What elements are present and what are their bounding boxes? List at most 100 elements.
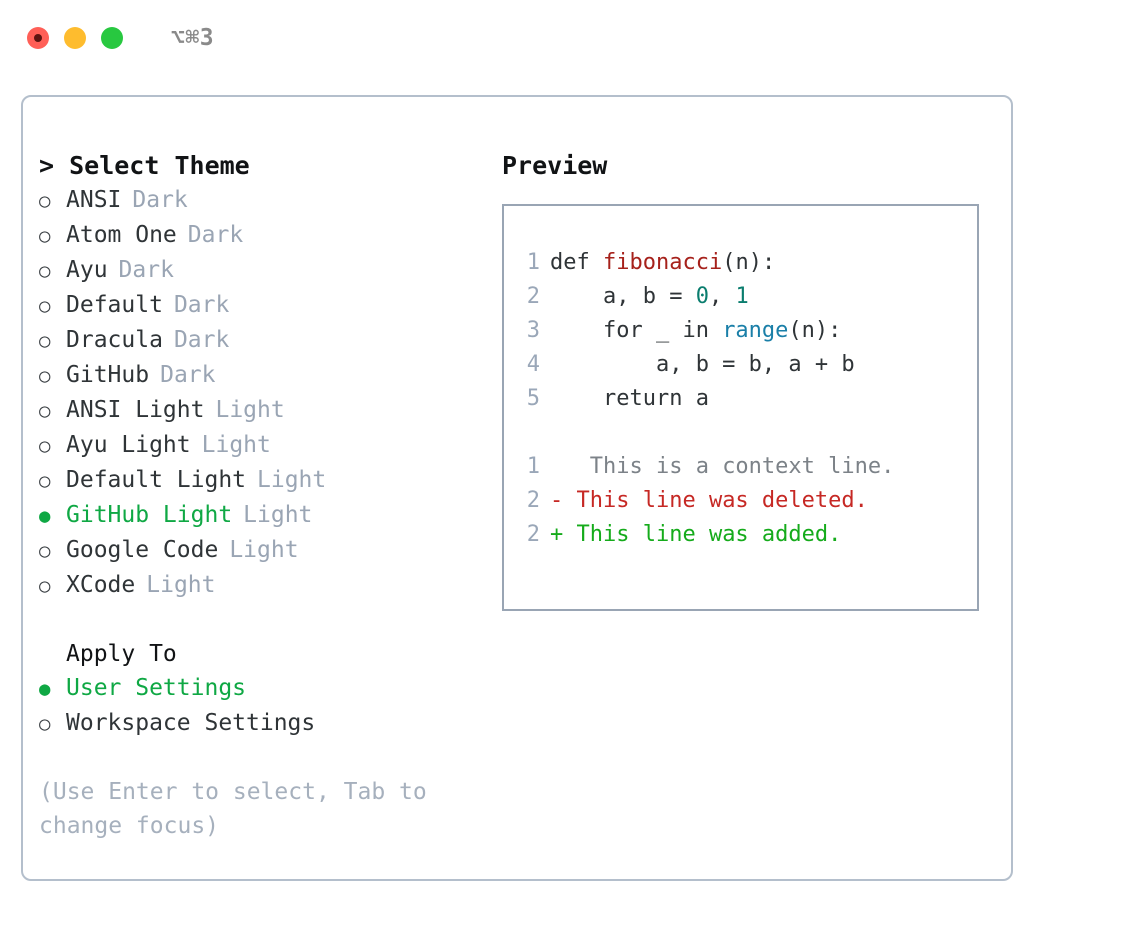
code-line-text: return a [550,382,709,416]
code-token-plain: , [708,284,736,309]
theme-option-label: ANSI [66,187,122,213]
radio-unselected-icon: ○ [39,330,51,352]
apply-to-option-label: Workspace Settings [66,710,316,736]
line-number: 1 [526,454,540,479]
theme-variant-badge: Dark [187,222,244,248]
title-bar: ⌥⌘3 [0,0,1140,76]
minimize-button[interactable] [64,27,86,49]
diff-line-text: This line was added. [563,522,842,547]
code-token-fn: fibonacci [602,250,723,275]
radio-unselected-icon: ○ [39,400,51,422]
theme-option-ansi-light[interactable]: ○ ANSI Light Light [39,393,499,428]
line-number: 4 [526,352,540,377]
code-token-num: 0 [695,284,709,309]
radio-selected-icon: ● [39,678,51,700]
code-line: 4 a, b = b, a + b [504,348,977,382]
theme-variant-badge: Light [201,432,271,458]
code-token-plain: for _ in [550,318,723,343]
code-token-plain: return a [550,386,709,411]
apply-to-option-user-settings[interactable]: ● User Settings [39,671,499,706]
close-button[interactable] [27,27,49,49]
theme-variant-badge: Light [146,572,216,598]
diff-line-text: This line was deleted. [563,488,868,513]
diff-block: 1 This is a context line.2- This line wa… [504,450,977,552]
keyboard-hint-text: (Use Enter to select, Tab to change focu… [39,779,441,839]
preview-heading: Preview [502,151,608,180]
radio-unselected-icon: ○ [39,365,51,387]
apply-to-heading: Apply To [66,641,177,667]
keyboard-shortcut-label: ⌥⌘3 [171,25,215,51]
theme-variant-badge: Dark [173,327,230,353]
code-token-plain: (n): [788,318,842,343]
code-line-text: def fibonacci(n): [550,246,775,280]
theme-variant-badge: Light [257,467,327,493]
line-number: 2 [526,488,540,513]
radio-unselected-icon: ○ [39,190,51,212]
theme-option-label: Default [66,292,163,318]
code-line: 5 return a [504,382,977,416]
radio-unselected-icon: ○ [39,470,51,492]
code-token-bi: range [722,318,789,343]
diff-sign: + [550,522,564,547]
line-number: 1 [526,250,540,275]
line-number: 5 [526,386,540,411]
theme-option-label: GitHub Light [66,502,233,528]
theme-variant-badge: Light [215,397,285,423]
theme-option-label: GitHub [66,362,150,388]
theme-option-label: Ayu Light [66,432,191,458]
theme-option-default-light[interactable]: ○ Default Light Light [39,463,499,498]
apply-to-option-workspace-settings[interactable]: ○ Workspace Settings [39,706,499,741]
theme-option-label: Default Light [66,467,247,493]
diff-sign: - [550,488,564,513]
theme-option-label: Ayu [66,257,108,283]
theme-variant-badge: Dark [118,257,174,283]
apply-to-option-label: User Settings [66,675,247,701]
theme-option-label: Google Code [66,537,219,563]
traffic-lights [27,27,123,49]
radio-unselected-icon: ○ [39,540,51,562]
theme-variant-badge: Light [229,537,299,563]
select-theme-heading: > Select Theme [39,151,250,180]
radio-unselected-icon: ○ [39,575,51,597]
code-line-text: a, b = 0, 1 [550,280,749,314]
theme-option-label: Dracula [66,327,163,353]
diff-line-del: 2- This line was deleted. [504,484,977,518]
theme-option-atom-one[interactable]: ○ Atom One Dark [39,218,499,253]
theme-option-ansi[interactable]: ○ ANSI Dark [39,183,499,218]
code-line-text: for _ in range(n): [550,314,841,348]
radio-selected-icon: ● [39,505,51,527]
theme-option-label: ANSI Light [66,397,205,423]
code-line: 3 for _ in range(n): [504,314,977,348]
radio-unselected-icon: ○ [39,435,51,457]
theme-option-github[interactable]: ○ GitHub Dark [39,358,499,393]
theme-variant-badge: Dark [132,187,188,213]
theme-option-dracula[interactable]: ○ Dracula Dark [39,323,499,358]
theme-option-label: Atom One [66,222,177,248]
code-line-text: a, b = b, a + b [550,348,855,382]
radio-unselected-icon: ○ [39,295,51,317]
zoom-button[interactable] [101,27,123,49]
code-token-num: 1 [735,284,749,309]
theme-option-ayu-light[interactable]: ○ Ayu Light Light [39,428,499,463]
code-line: 1 def fibonacci(n): [504,246,977,280]
theme-option-google-code[interactable]: ○ Google Code Light [39,533,499,568]
diff-line-ctx: 1 This is a context line. [504,450,977,484]
theme-variant-badge: Dark [160,362,216,388]
diff-line-add: 2 + This line was added. [504,518,977,552]
line-number: 2 [526,522,540,547]
line-number: 3 [526,318,540,343]
diff-line-text: This is a context line. [563,454,895,479]
code-token-plain: a, b = [550,284,696,309]
radio-unselected-icon: ○ [39,713,51,735]
radio-unselected-icon: ○ [39,225,51,247]
list-spacer [39,603,499,637]
